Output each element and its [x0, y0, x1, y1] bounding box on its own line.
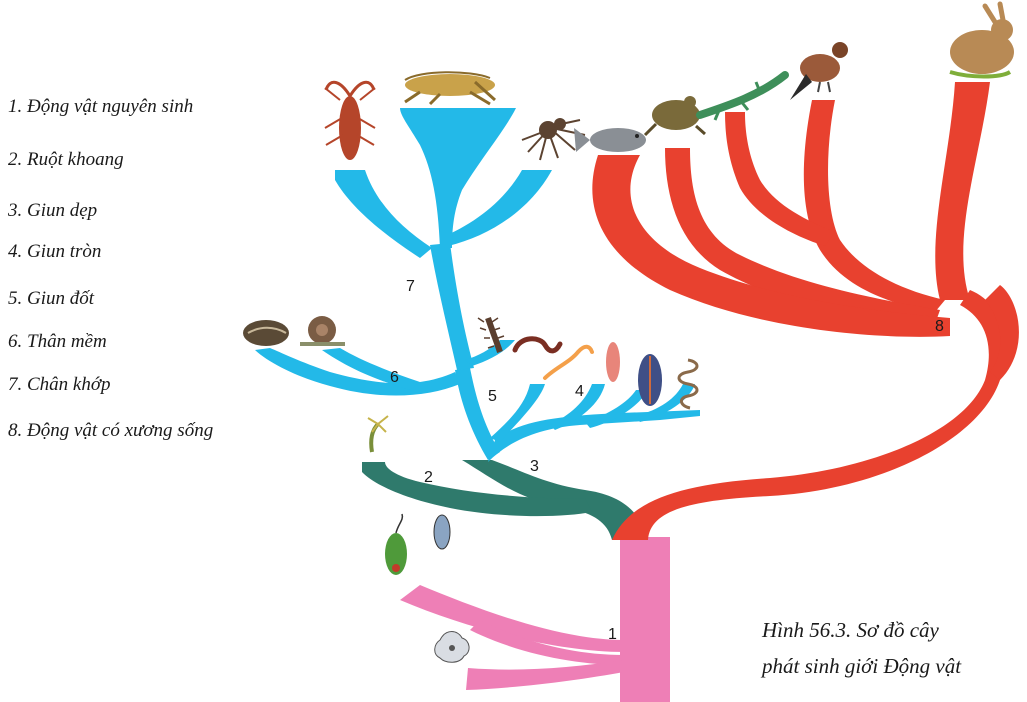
- amoeba-icon: [435, 632, 469, 663]
- grasshopper-icon: [405, 72, 495, 104]
- branch-number-5: 5: [488, 388, 497, 405]
- branch-number-2: 2: [424, 469, 433, 486]
- leaf-worm-icon: [638, 354, 662, 406]
- branch-vertebrates: [592, 82, 1019, 540]
- branch-number-1: 1: [608, 626, 617, 643]
- paramecium-icon: [434, 515, 450, 549]
- branch-number-6: 6: [390, 369, 399, 386]
- flatworm-icon: [606, 342, 620, 382]
- mussel-icon: [243, 320, 289, 346]
- branch-number-4: 4: [575, 383, 584, 400]
- branch-number-7: 7: [406, 278, 415, 295]
- rabbit-icon: [950, 4, 1014, 77]
- branch-number-8: 8: [935, 318, 944, 335]
- centipede-icon: [478, 318, 504, 352]
- branch-protozoa: [400, 537, 670, 702]
- frog-icon: [645, 96, 705, 135]
- fish-icon: [574, 128, 646, 152]
- bird-icon: [790, 42, 848, 100]
- branch-cnidaria: [362, 460, 648, 540]
- snail-icon: [300, 316, 345, 344]
- euglena-icon: [385, 514, 407, 575]
- figure-caption-line-2: phát sinh giới Động vật: [762, 654, 961, 679]
- branch-number-3: 3: [530, 458, 539, 475]
- hydra-icon: [368, 416, 388, 452]
- lobster-icon: [325, 82, 375, 160]
- earthworm-icon: [515, 339, 560, 351]
- figure-caption-line-1: Hình 56.3. Sơ đồ cây: [762, 618, 939, 643]
